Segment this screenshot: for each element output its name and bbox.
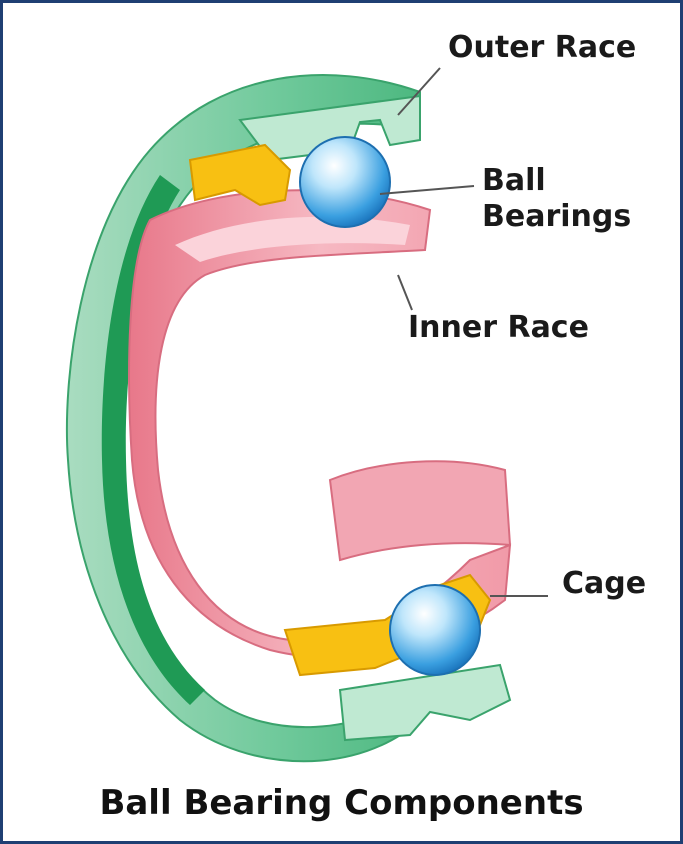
label-cage: Cage — [562, 566, 647, 601]
leader-outer-race — [397, 67, 441, 116]
leader-ball-bearings — [379, 185, 475, 195]
ball-upper — [299, 136, 391, 228]
leader-lines — [379, 67, 548, 597]
figure-caption: Ball Bearing Components — [99, 783, 584, 823]
ball-lower — [389, 584, 481, 676]
leader-inner-race — [397, 274, 413, 311]
label-outer-race: Outer Race — [448, 30, 637, 65]
label-ball-bearings: Ball Bearings — [482, 163, 631, 235]
label-ball-bearings-line1: Ball — [482, 163, 546, 198]
label-ball-bearings-line2: Bearings — [482, 199, 632, 234]
label-inner-race: Inner Race — [408, 310, 589, 345]
